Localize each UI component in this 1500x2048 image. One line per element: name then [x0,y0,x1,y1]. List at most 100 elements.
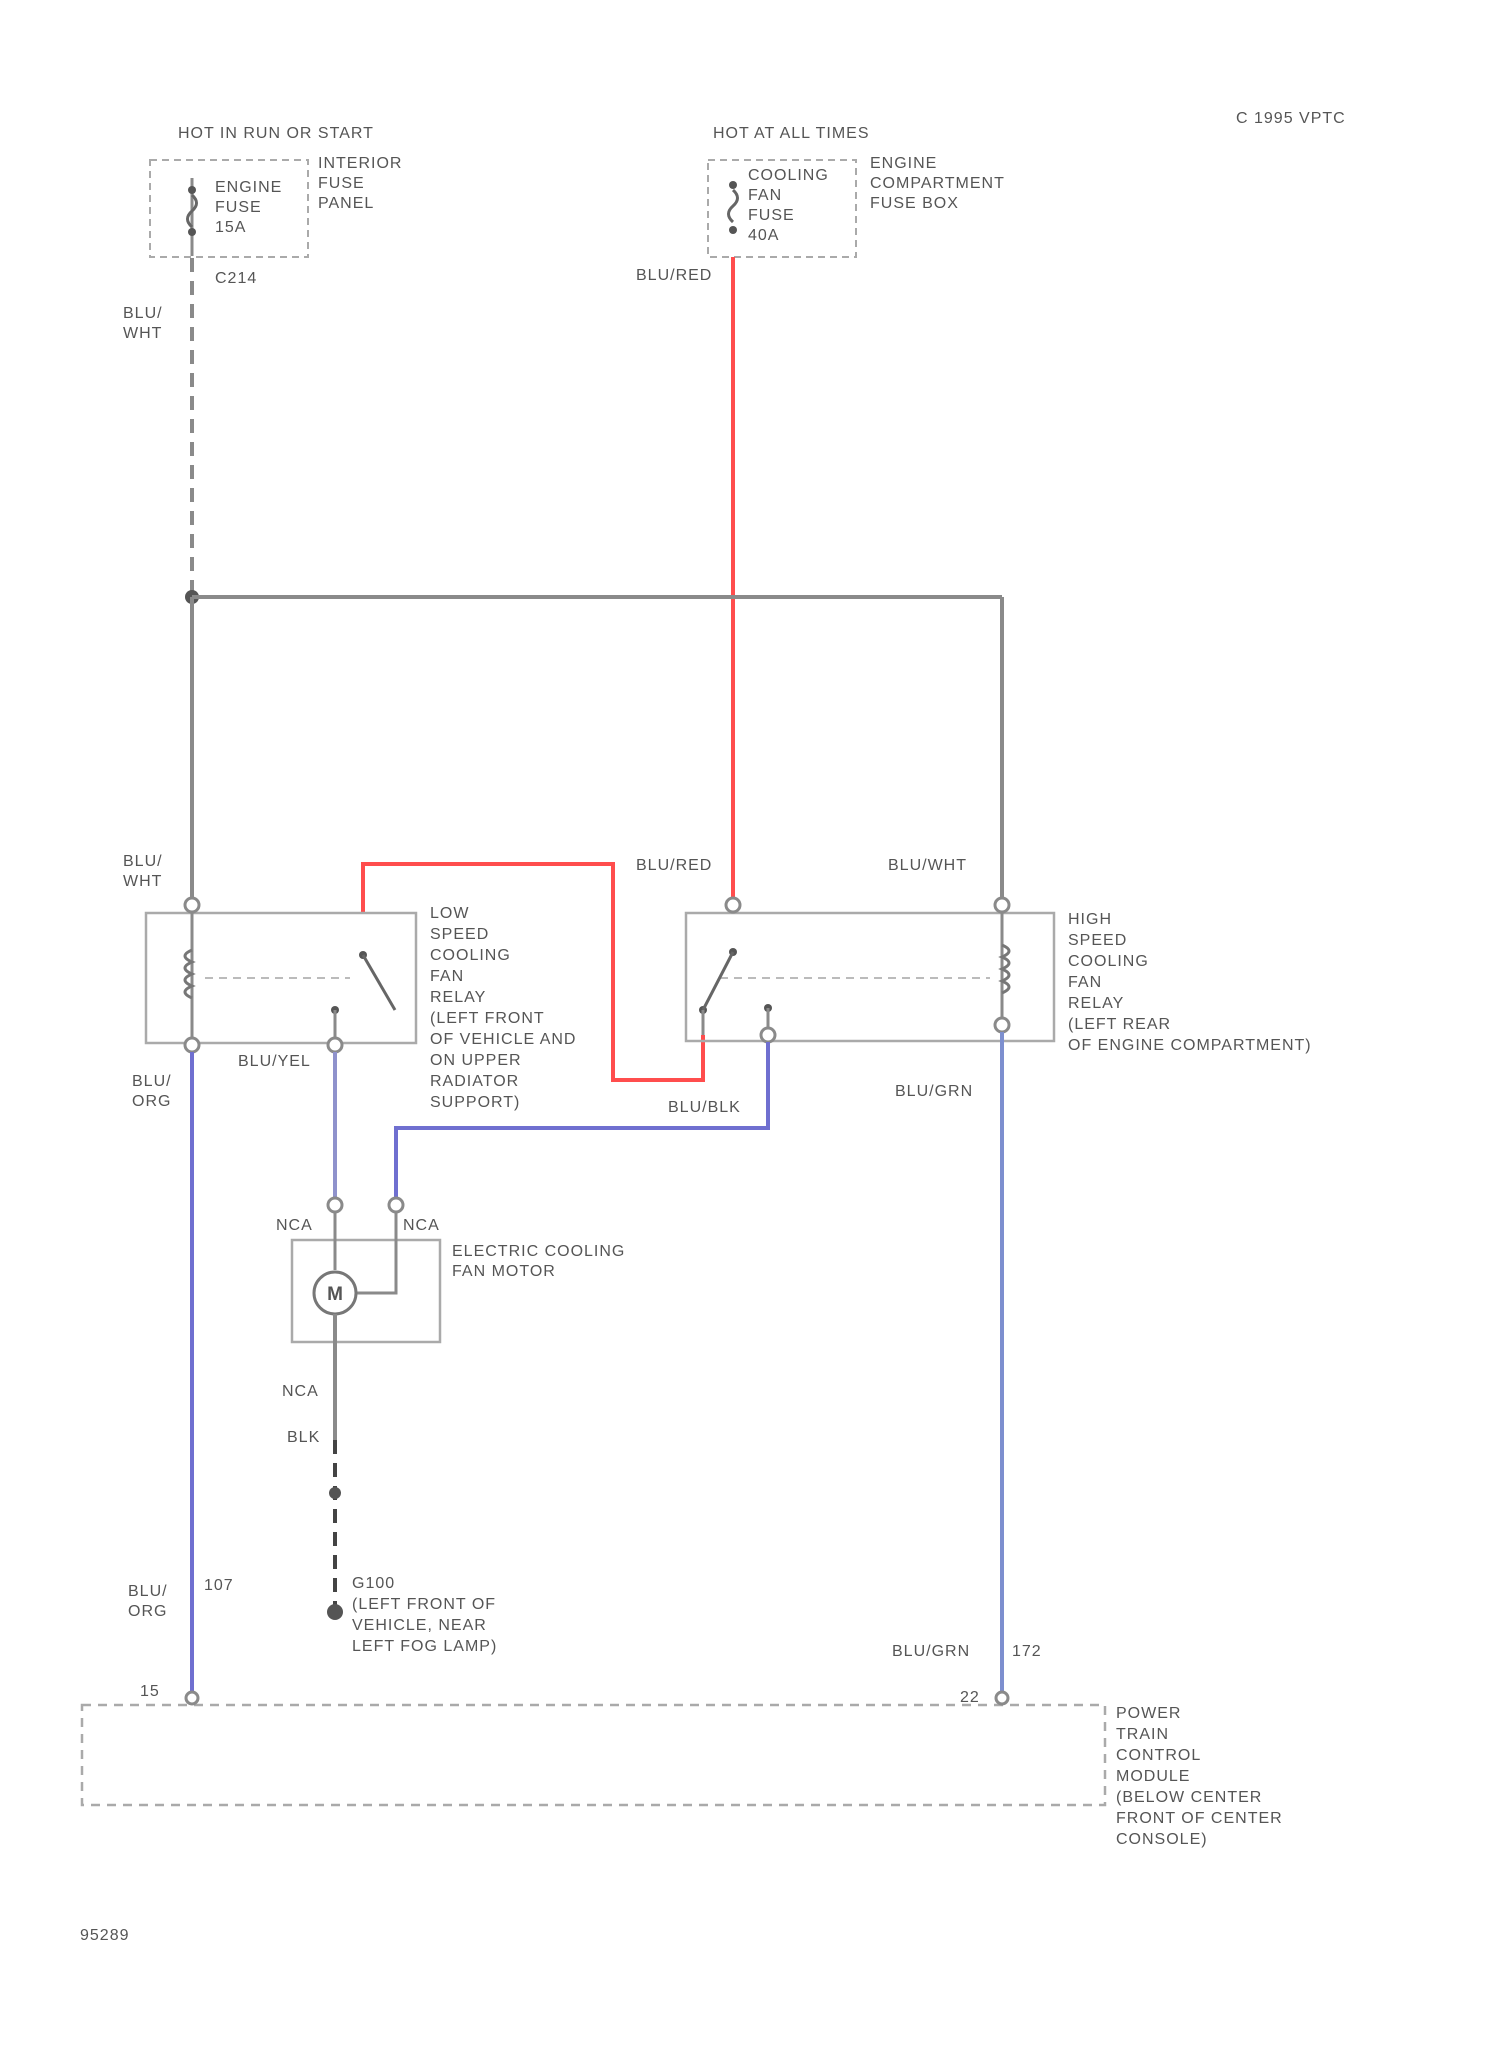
wire-label-line: ORG [128,1603,167,1620]
pcm-line: CONTROL [1116,1747,1201,1764]
ground-line: LEFT FOG LAMP) [352,1638,497,1655]
wire-label-line: WHT [123,325,162,342]
pcm-line: POWER [1116,1705,1181,1722]
pcm-box [82,1705,1105,1805]
wire-label-line: BLU/ [132,1073,172,1090]
cooling-fan-fuse-label: COOLING FAN FUSE 40A [748,167,834,244]
pcm-line: FRONT OF CENTER [1116,1810,1283,1827]
wire-label-blu-blk: BLU/BLK [668,1099,741,1116]
fan-motor-line: FAN MOTOR [452,1263,556,1280]
wire-label-nca-right: NCA [403,1217,440,1234]
high-speed-relay-line: HIGH [1068,911,1112,928]
ground-label: G100 (LEFT FRONT OF VEHICLE, NEAR LEFT F… [352,1575,502,1655]
high-speed-relay-line: COOLING [1068,953,1149,970]
low-speed-relay-label: LOW SPEED COOLING FAN RELAY (LEFT FRONT … [430,905,582,1111]
corner-code: C 1995 VPTC [1236,110,1346,127]
low-speed-relay-line: SPEED [430,926,489,943]
low-speed-relay-line: SUPPORT) [430,1094,520,1111]
motor-terminal [328,1198,342,1212]
wire-label-line: WHT [123,873,162,890]
cooling-fan-fuse-symbol [729,190,738,222]
interior-fuse-panel-line: PANEL [318,195,374,212]
relay-switch-icon [363,955,395,1010]
cooling-fan-fuse-line: 40A [748,227,779,244]
pcm-terminal [186,1692,198,1704]
relay-terminal [726,898,740,912]
source-hot-all-times: HOT AT ALL TIMES [713,125,870,142]
engine-compartment-fuse-box-line: COMPARTMENT [870,175,1005,192]
pcm-pin-left: 15 [140,1683,160,1700]
pcm-line: MODULE [1116,1768,1190,1785]
pcm-label: POWER TRAIN CONTROL MODULE (BELOW CENTER… [1116,1705,1288,1848]
high-speed-relay-line: OF ENGINE COMPARTMENT) [1068,1037,1312,1054]
relay-terminal [995,1018,1009,1032]
fuse-terminal [729,226,737,234]
engine-fuse-line: FUSE [215,199,262,216]
wire-label-line: BLU/ [123,305,163,322]
wire-label-blu-org-upper: BLU/ ORG [132,1073,177,1110]
engine-fuse-line: 15A [215,219,246,236]
wire-label-blu-yel: BLU/YEL [238,1053,311,1070]
fuse-terminal [188,228,196,236]
high-speed-relay-line: RELAY [1068,995,1124,1012]
low-speed-relay-line: ON UPPER [430,1052,522,1069]
wire-label-blu-red-top: BLU/RED [636,267,712,284]
cooling-fan-fuse-line: FAN [748,187,782,204]
pcm-line: TRAIN [1116,1726,1169,1743]
wire-label-blu-grn-lower: BLU/GRN [892,1643,970,1660]
low-speed-relay-line: LOW [430,905,469,922]
wire-label-blu-wht-left-relay: BLU/ WHT [123,853,168,890]
low-speed-relay-line: RELAY [430,989,486,1006]
connector-c214-label: C214 [215,270,257,287]
pcm-line: CONSOLE) [1116,1831,1208,1848]
pcm-pin-right: 22 [960,1689,980,1706]
relay-terminal [761,1028,775,1042]
ground-line: G100 [352,1575,395,1592]
low-speed-relay-line: COOLING [430,947,511,964]
source-hot-run-start: HOT IN RUN OR START [178,125,374,142]
wire-label-blu-org-lower: BLU/ ORG [128,1583,173,1620]
cooling-fan-fuse-line: FUSE [748,207,795,224]
wire-label-blk: BLK [287,1429,320,1446]
low-speed-relay-line: FAN [430,968,464,985]
wire-label-line: BLU/ [128,1583,168,1600]
wire-label-line: BLU/ [123,853,163,870]
engine-fuse-label: ENGINE FUSE 15A [215,179,288,236]
cooling-fan-fuse-line: COOLING [748,167,829,184]
low-speed-relay-line: RADIATOR [430,1073,519,1090]
wire-label-blu-grn-upper: BLU/GRN [895,1083,973,1100]
pcm-terminal [996,1692,1008,1704]
relay-terminal [995,898,1009,912]
high-speed-relay-line: (LEFT REAR [1068,1016,1171,1033]
engine-fuse-line: ENGINE [215,179,282,196]
high-speed-relay-label: HIGH SPEED COOLING FAN RELAY (LEFT REAR … [1068,911,1312,1054]
ground-line: (LEFT FRONT OF [352,1596,496,1613]
wire-label-nca-lower: NCA [282,1383,319,1400]
interior-fuse-panel-line: INTERIOR [318,155,402,172]
engine-compartment-fuse-box-line: FUSE BOX [870,195,959,212]
ground-point-icon [327,1604,343,1620]
motor-lead [355,1212,396,1293]
engine-compartment-fuse-box-line: ENGINE [870,155,937,172]
wire-label-blu-red-relay: BLU/RED [636,857,712,874]
fuse-terminal [188,186,196,194]
wire-label-line: ORG [132,1093,171,1110]
wire-label-nca-left: NCA [276,1217,313,1234]
engine-compartment-fuse-box-label: ENGINE COMPARTMENT FUSE BOX [870,155,1010,212]
wire-label-blu-wht-right-relay: BLU/WHT [888,857,967,874]
ground-line: VEHICLE, NEAR [352,1617,487,1634]
low-speed-relay-line: (LEFT FRONT [430,1010,544,1027]
high-speed-relay-line: FAN [1068,974,1102,991]
fuse-terminal [729,181,737,189]
relay-terminal [185,1038,199,1052]
high-speed-relay-line: SPEED [1068,932,1127,949]
relay-switch-icon [703,952,733,1010]
wire-label-172: 172 [1012,1643,1042,1660]
wire-label-blu-wht-top: BLU/ WHT [123,305,168,342]
fan-motor-line: ELECTRIC COOLING [452,1243,625,1260]
relay-terminal [185,898,199,912]
motor-terminal [389,1198,403,1212]
figure-id: 95289 [80,1927,130,1944]
interior-fuse-panel-label: INTERIOR FUSE PANEL [318,155,408,212]
